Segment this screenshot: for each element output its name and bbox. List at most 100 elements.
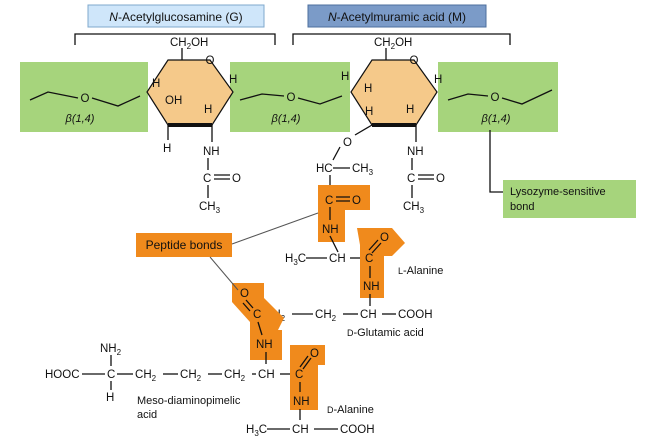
nam-ch2oh: CH2OH <box>374 37 412 51</box>
nag-ring: O CH2OH H OH H H H NH C O CH3 <box>146 37 241 215</box>
nag-carbonyl-c: C <box>203 173 211 185</box>
beta-link-left: β(1,4) <box>65 113 95 125</box>
pb2-c: C <box>365 253 373 265</box>
pb1-c: C <box>325 195 333 207</box>
d-ala-ch: CH <box>292 424 309 436</box>
nag-h-top-left: H <box>152 78 160 90</box>
peptide-bonds-label: Peptide bonds <box>146 238 223 252</box>
nag-ch2oh: CH2OH <box>170 37 208 51</box>
pb1-to-ala-bond <box>329 235 339 253</box>
pb1-double-bond <box>336 196 350 202</box>
nam-h-inner-left: H <box>364 83 372 95</box>
pb3-c: C <box>253 309 261 321</box>
nag-oh: OH <box>165 95 182 107</box>
nam-carbonyl-o: O <box>436 173 445 185</box>
pb2-double-bond <box>368 239 382 254</box>
pb4-nh: NH <box>293 396 310 408</box>
d-alanine-label: D-Alanine <box>327 404 374 416</box>
nag-bracket <box>74 33 276 45</box>
nag-h-bottom: H <box>163 143 171 155</box>
dap-nh2: NH2 <box>100 343 122 357</box>
l-alanine-label: L-Alanine <box>398 265 443 277</box>
lactyl-ch3: CH3 <box>352 163 374 177</box>
lysozyme-label-line1: Lysozyme-sensitive <box>510 186 606 198</box>
mid-bond-b <box>297 95 343 105</box>
nag-ring-shape <box>146 59 234 126</box>
peptide-bonds-callout-1 <box>231 212 319 245</box>
pb3-o: O <box>240 288 249 300</box>
nam-ether-oxygen: O <box>343 137 352 149</box>
nam-lactyl-bond <box>332 146 341 161</box>
nam-ring: O CH2OH H H H H H O NH C O CH3 <box>332 37 445 215</box>
right-bond-a <box>447 93 489 101</box>
link-box-left <box>20 62 148 132</box>
nam-h-lower: H <box>365 106 373 118</box>
meso-dap-label-line1: Meso-diaminopimelic <box>137 395 241 407</box>
nag-title-box: N-Acetylglucosamine (G) <box>87 4 265 28</box>
nam-title: N-Acetylmuramic acid (M) <box>328 10 466 24</box>
mid-link-oxygen: O <box>287 92 296 104</box>
left-bond-b <box>91 95 141 107</box>
pb3-cn-bond <box>257 321 263 336</box>
pb4-c: C <box>295 369 303 381</box>
d-ala-h3c: H3C <box>246 424 267 438</box>
pb2-nh: NH <box>363 281 380 293</box>
lysozyme-label-line2: bond <box>510 201 534 213</box>
peptide-bond-highlight-4 <box>290 345 325 410</box>
nag-double-bond <box>214 174 230 180</box>
l-ala-ch: CH <box>329 253 346 265</box>
pb1-o: O <box>352 195 361 207</box>
dap-hooc: HOOC <box>45 369 80 381</box>
pb1-nh: NH <box>322 224 339 236</box>
nam-double-bond <box>418 174 434 180</box>
nag-carbonyl-o: O <box>232 173 241 185</box>
lysozyme-box <box>503 180 636 218</box>
peptide-bonds-callout-2 <box>209 256 239 291</box>
mid-bond-a <box>239 93 285 101</box>
dap-ch: CH <box>258 369 275 381</box>
nam-title-bg <box>307 4 487 28</box>
dap-c-alpha: C <box>107 369 115 381</box>
pb4-o: O <box>310 348 319 360</box>
nam-h-right: H <box>434 74 442 86</box>
d-ala-cooh: COOH <box>340 424 375 436</box>
nag-ch3: CH3 <box>199 201 221 215</box>
d-glutamic-label: D-Glutamic acid <box>347 327 424 339</box>
lactyl-hc: HC <box>316 163 333 175</box>
glu-ch2-b: CH2 <box>315 309 337 323</box>
beta-link-right: β(1,4) <box>481 113 511 125</box>
pb2-o: O <box>380 232 389 244</box>
nam-bracket <box>292 33 511 45</box>
right-link-oxygen: O <box>491 92 500 104</box>
nag-title-bg <box>87 4 265 28</box>
dap-ch2-2: CH2 <box>180 369 202 383</box>
l-ala-h3c: H3C <box>285 253 306 267</box>
peptide-bond-highlight-1 <box>318 185 370 242</box>
glu-cooh: COOH <box>398 309 433 321</box>
peptide-bonds-box <box>136 233 232 257</box>
peptide-bond-highlight-3 <box>232 283 284 360</box>
dap-ch2-1: CH2 <box>135 369 157 383</box>
nag-nh: NH <box>203 146 220 158</box>
pb3-nh: NH <box>256 339 273 351</box>
nag-h-right: H <box>229 74 237 86</box>
nam-ether-bond <box>354 124 373 136</box>
dap-ch2-3: CH2 <box>224 369 246 383</box>
nam-ch3: CH3 <box>403 201 425 215</box>
nam-ring-oxygen: O <box>410 55 419 67</box>
nam-h-top-left: H <box>341 71 349 83</box>
nam-title-box: N-Acetylmuramic acid (M) <box>307 4 487 28</box>
pb4-double-bond <box>299 355 312 370</box>
nag-h-inner: H <box>204 104 212 116</box>
glu-ch: CH <box>360 309 377 321</box>
nag-title: N-Acetylglucosamine (G) <box>109 10 242 24</box>
meso-dap-label-line2: acid <box>137 409 157 421</box>
beta-link-middle: β(1,4) <box>271 113 301 125</box>
dap-h: H <box>106 392 114 404</box>
left-bond-a <box>29 91 79 101</box>
lysozyme-callout-line <box>489 130 503 193</box>
pb3-double-bond <box>242 299 254 312</box>
peptide-bond-highlight-2 <box>357 228 405 298</box>
nag-ring-oxygen: O <box>206 55 215 67</box>
nam-h-inner: H <box>406 104 414 116</box>
